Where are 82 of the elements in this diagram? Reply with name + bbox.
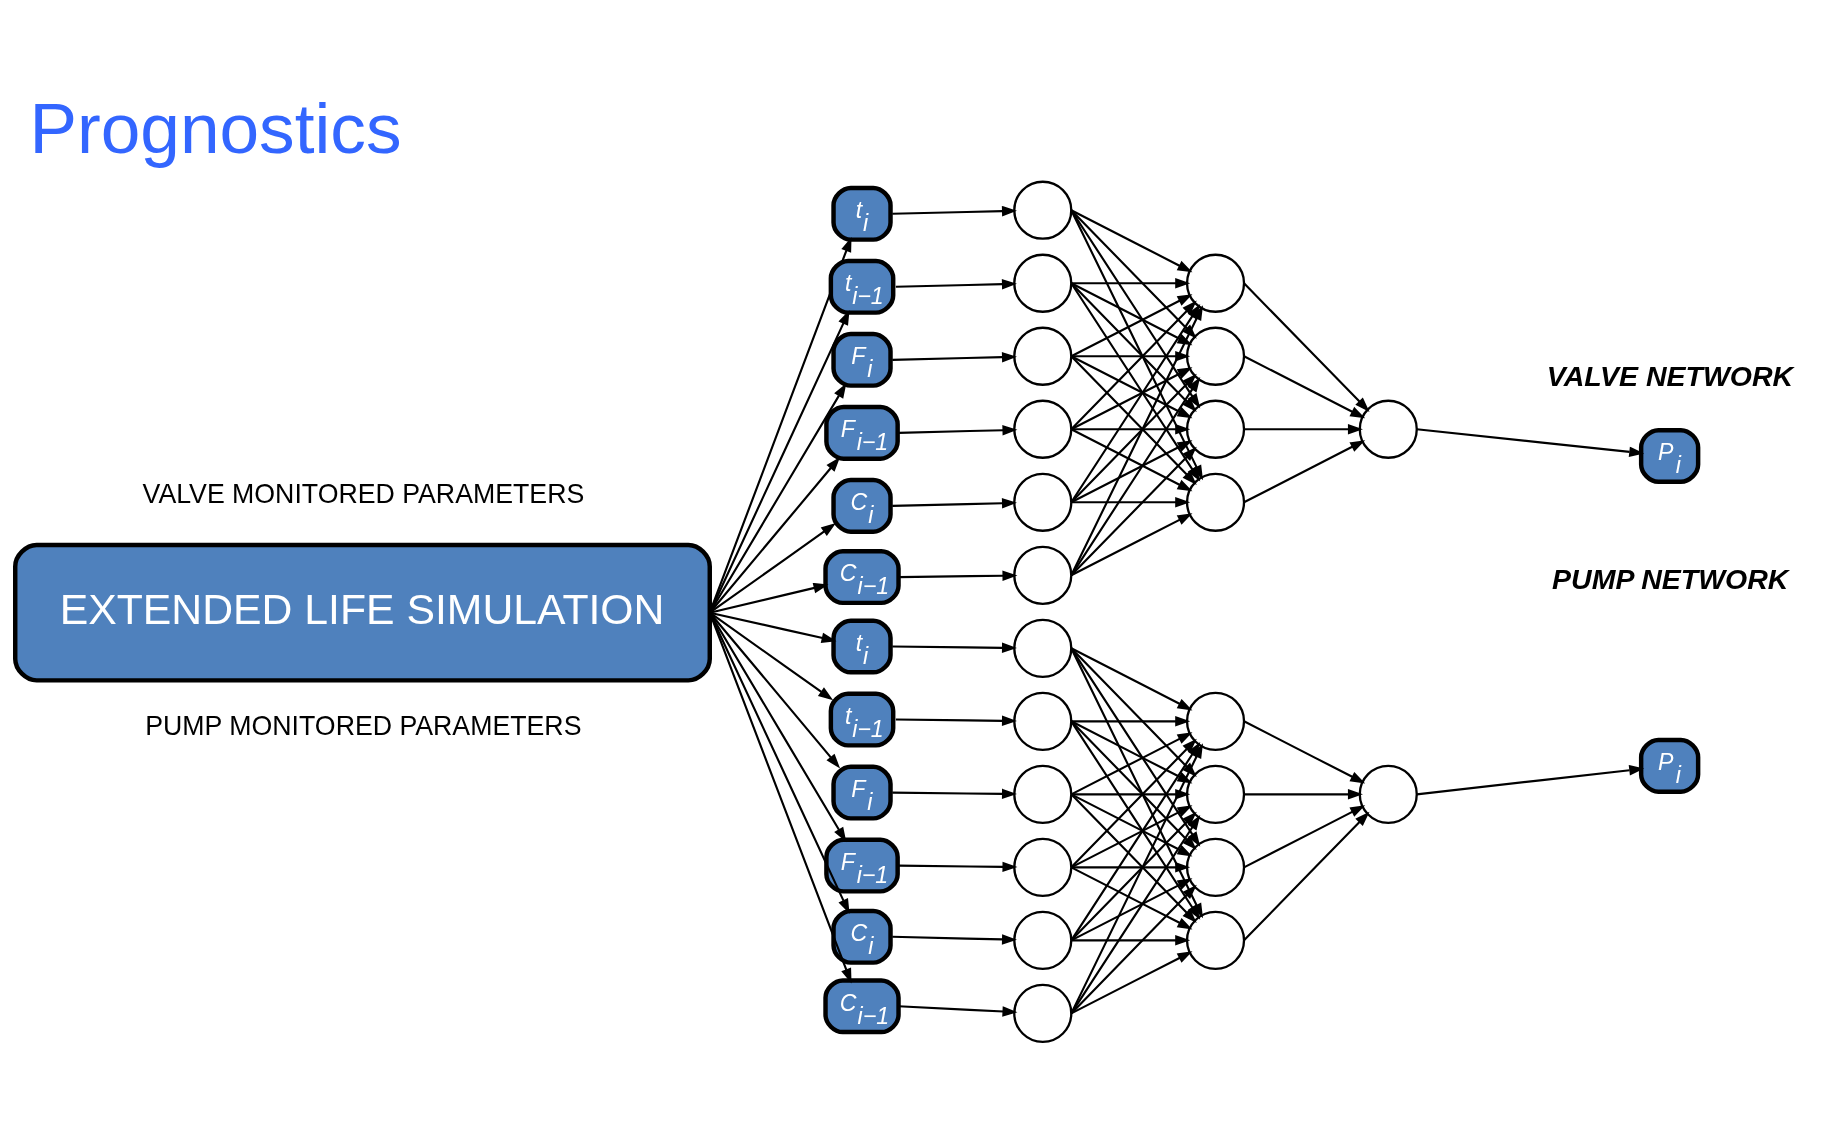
node-circle	[1013, 253, 1073, 313]
arrow	[1071, 496, 1191, 508]
arrow	[892, 351, 1017, 362]
arrow	[1070, 792, 1193, 856]
arrow	[1070, 446, 1197, 576]
node-circle	[1185, 472, 1246, 532]
node-circle	[1185, 764, 1246, 824]
node-circle	[1185, 910, 1246, 970]
arrow	[892, 642, 1017, 653]
arrow	[1070, 281, 1193, 345]
arrow	[1070, 731, 1193, 795]
arrow	[1071, 861, 1191, 873]
arrow	[1070, 293, 1193, 357]
arrow	[1243, 804, 1366, 868]
arrow	[1416, 764, 1645, 795]
node-circle	[1185, 837, 1246, 897]
arrow	[1070, 719, 1193, 783]
arrow	[895, 715, 1017, 726]
arrow	[1070, 355, 1197, 485]
arrow	[898, 1004, 1018, 1017]
node-circle	[1013, 618, 1073, 678]
arrow	[1244, 788, 1363, 800]
node-circle	[1358, 399, 1418, 459]
label: PUMP NETWORK	[1552, 562, 1789, 595]
arrow	[1070, 439, 1193, 503]
arrow	[1070, 373, 1197, 503]
arrow	[1070, 208, 1193, 272]
arrow	[1243, 439, 1366, 503]
arrow	[1070, 366, 1193, 430]
arrow	[892, 933, 1017, 945]
node-circle	[1185, 253, 1246, 313]
node-circle	[1185, 691, 1246, 751]
label: VALVE NETWORK	[1546, 359, 1794, 392]
arrow	[1070, 427, 1193, 491]
arrow	[709, 582, 829, 614]
node-circle	[1013, 180, 1073, 240]
arrow	[1070, 512, 1193, 576]
diagram-title: Prognostics	[29, 88, 402, 168]
arrow	[892, 788, 1017, 799]
node-circle	[1013, 326, 1073, 386]
arrow	[898, 861, 1018, 872]
node-circle	[1013, 837, 1073, 897]
arrow	[1070, 811, 1197, 941]
arrow	[1243, 354, 1366, 418]
arrow	[1070, 950, 1193, 1014]
arrow	[898, 424, 1018, 435]
node-circle	[1185, 326, 1246, 386]
node-circle	[1358, 764, 1418, 824]
arrow	[1070, 354, 1193, 418]
node-circle	[1013, 910, 1073, 970]
arrow	[1070, 804, 1193, 868]
arrow	[892, 497, 1017, 508]
arrow	[1243, 719, 1366, 783]
arrow	[1071, 277, 1191, 288]
node-circle	[1013, 764, 1073, 824]
node-circle	[1013, 472, 1073, 532]
arrow	[1244, 423, 1363, 434]
arrow	[1070, 793, 1197, 923]
arrow	[709, 611, 837, 643]
arrow	[1416, 427, 1645, 457]
node-box: EXTENDED LIFE SIMULATION	[13, 542, 712, 683]
arrow	[1243, 282, 1370, 412]
node-circle	[1013, 545, 1073, 605]
label: PUMP MONITORED PARAMETERS	[145, 710, 582, 741]
arrow	[1243, 811, 1370, 941]
node-circle	[1013, 399, 1073, 459]
arrow	[1071, 715, 1191, 727]
arrow	[709, 522, 836, 614]
arrow	[1071, 934, 1191, 946]
arrow	[892, 205, 1017, 216]
arrow	[1071, 423, 1191, 434]
arrow	[1070, 865, 1193, 929]
node-circle	[1185, 399, 1246, 459]
arrow	[895, 278, 1017, 289]
label: VALVE MONITORED PARAMETERS	[142, 478, 585, 509]
node-circle	[1013, 691, 1073, 751]
arrow	[709, 611, 834, 700]
arrow	[898, 570, 1018, 581]
node-circle	[1013, 983, 1073, 1043]
arrow	[1070, 884, 1197, 1014]
arrow	[1070, 877, 1193, 941]
arrow	[1070, 646, 1193, 710]
